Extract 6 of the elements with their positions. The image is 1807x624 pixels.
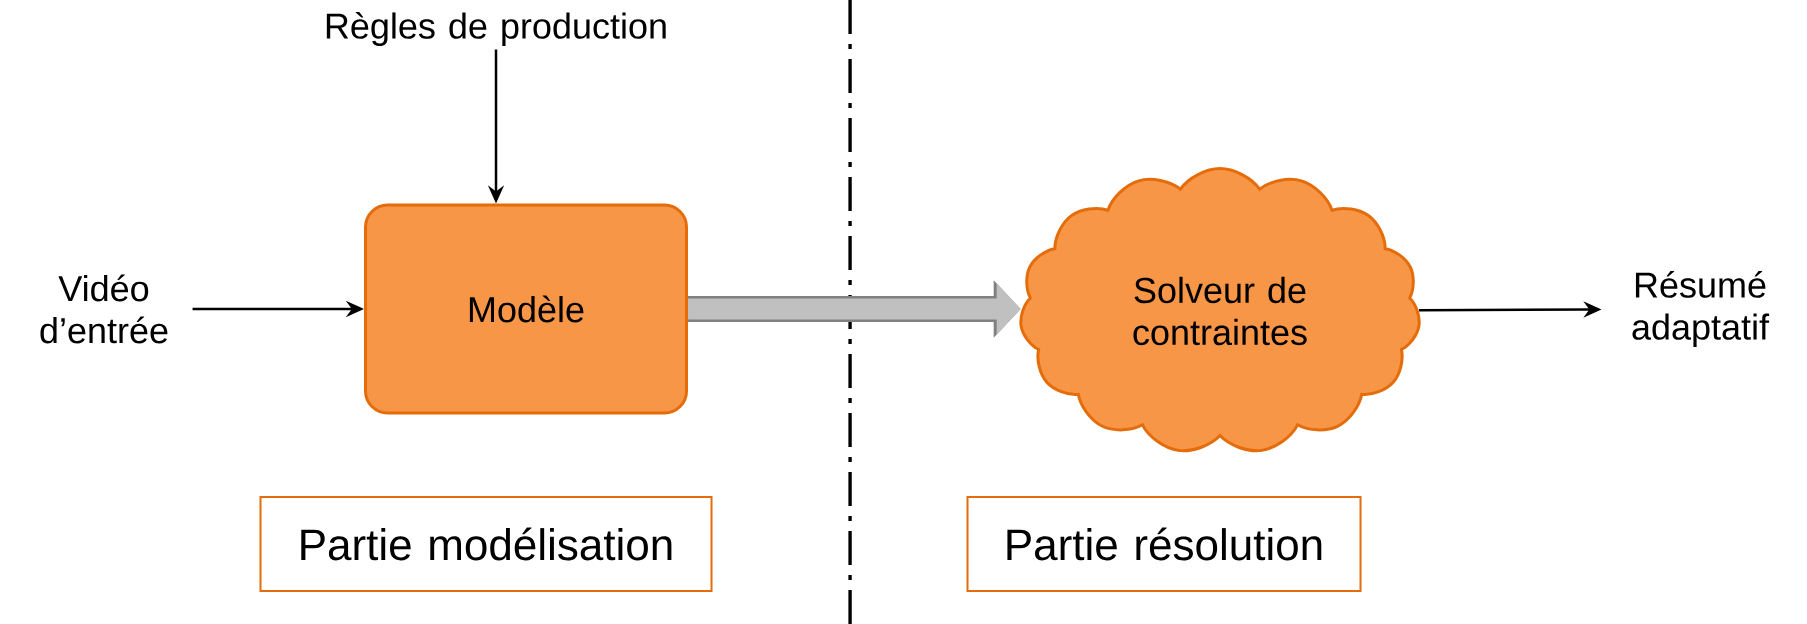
text-label: Vidéo d’entrée — [40, 274, 168, 344]
section-label-box: Partie résolution — [966, 496, 1362, 592]
text-label: Résumé adaptatif — [1632, 271, 1770, 347]
text-label: Règles de production — [326, 12, 666, 46]
section-label-box: Partie modélisation — [259, 496, 713, 592]
process-box: Modèle — [364, 203, 688, 415]
